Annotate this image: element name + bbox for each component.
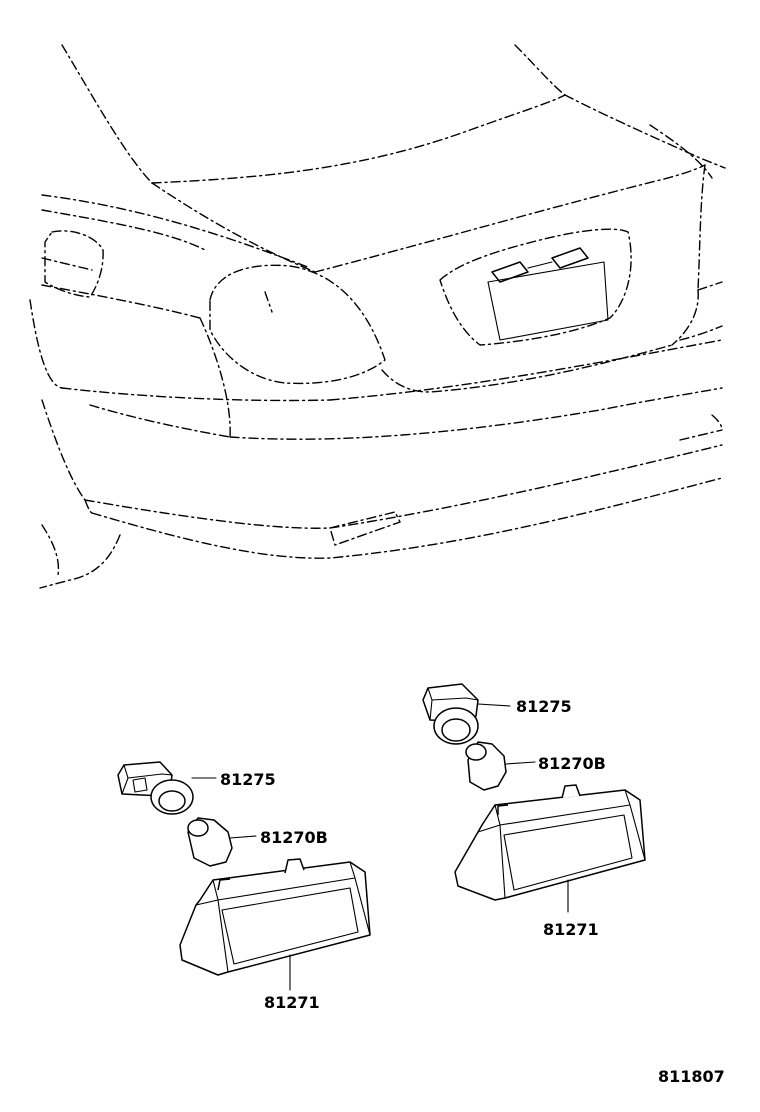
left-socket-icon: [117, 761, 217, 815]
right-socket-icon: [422, 683, 511, 745]
callout-right-socket: 81275: [516, 697, 572, 716]
callout-left-lamp: 81271: [264, 993, 320, 1012]
callout-left-socket: 81275: [220, 770, 276, 789]
callout-left-bulb: 81270B: [260, 828, 328, 847]
drawing-number: 811807: [658, 1067, 725, 1086]
callout-right-lamp: 81271: [543, 920, 599, 939]
vehicle-rear-outline-icon: [29, 44, 726, 589]
left-bulb-icon: [187, 817, 257, 867]
right-bulb-icon: [465, 741, 536, 791]
callout-right-bulb: 81270B: [538, 754, 606, 773]
right-lamp-icon: [454, 784, 646, 913]
left-lamp-icon: [179, 858, 371, 991]
